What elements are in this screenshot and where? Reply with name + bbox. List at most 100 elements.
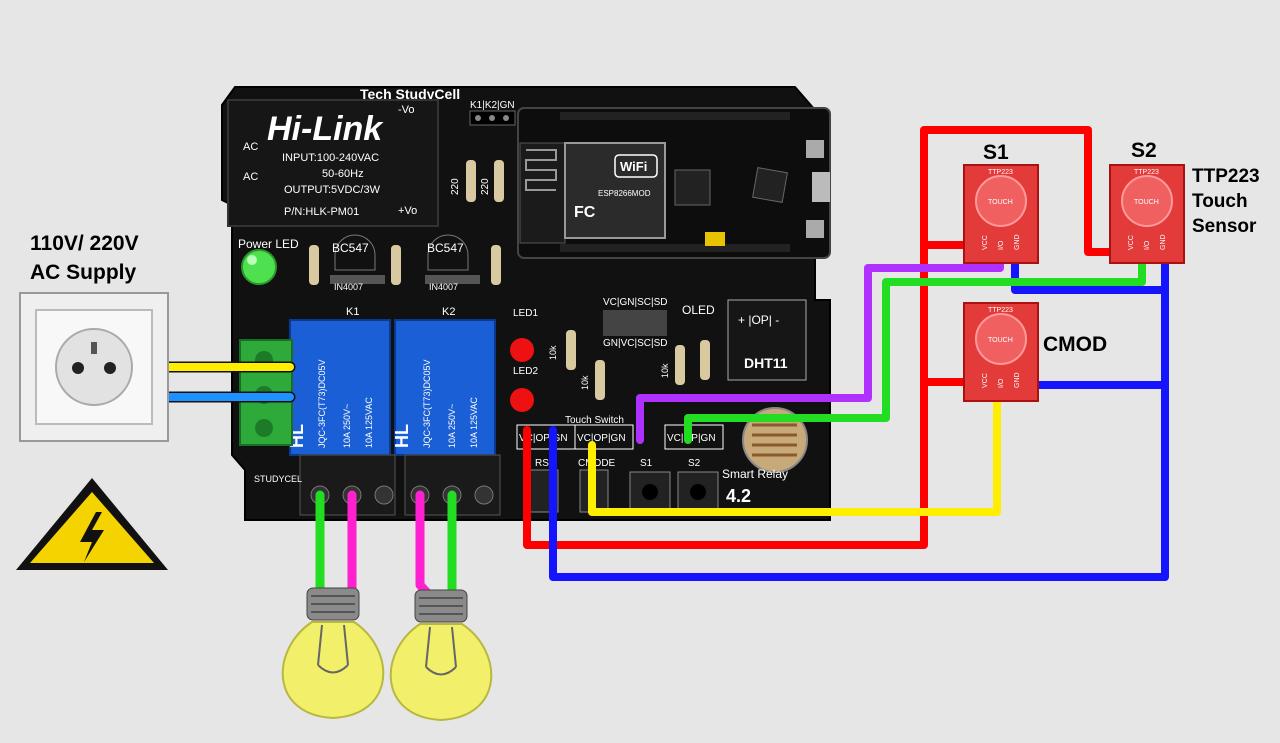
res-10k-c: 10k bbox=[660, 363, 670, 378]
sensor-s1-label: S1 bbox=[983, 141, 1009, 164]
touch-sensor-s2: TTP223 TOUCH VCC I/O GND bbox=[1109, 164, 1185, 264]
bc547-label-a: BC547 bbox=[332, 241, 369, 255]
relay-k2-rating2: 10A 125VAC bbox=[469, 397, 479, 448]
oled-header: VC|GN|SC|SD GN|VC|SC|SD OLED bbox=[603, 297, 715, 349]
sensor-s2-title: TTP223 bbox=[1134, 169, 1159, 176]
esp-chip: ESP8266MOD bbox=[598, 189, 651, 198]
relay-k1-model: JQC-3FC(T73)DC05V bbox=[317, 359, 327, 448]
supply-label-line2: AC Supply bbox=[30, 261, 137, 284]
sensor-s2-io: I/O bbox=[1144, 240, 1151, 250]
relay-k2: HL JQC-3FC(T73)DC05V 10A 250V~ 10A 125VA… bbox=[392, 319, 496, 456]
k2-label: K2 bbox=[442, 306, 455, 318]
sensor-cmod-gnd: GND bbox=[1014, 372, 1021, 388]
power-led-label: Power LED bbox=[238, 237, 299, 251]
sensor-s2-gnd: GND bbox=[1160, 234, 1167, 250]
relay-k1-rating1: 10A 250V~ bbox=[342, 404, 352, 448]
touch-sensor-s1: TTP223 TOUCH VCC I/O GND bbox=[963, 164, 1039, 264]
sensor-cmod-io: I/O bbox=[998, 378, 1005, 388]
res-220-a: 220 bbox=[450, 178, 461, 195]
push-buttons: RST CMODE S1 S2 bbox=[529, 458, 719, 513]
power-socket-icon bbox=[19, 292, 169, 442]
cmod-label: CMOD bbox=[1043, 333, 1108, 356]
header-k-label: K1|K2|GN bbox=[470, 100, 515, 111]
relay-k2-model: JQC-3FC(T73)DC05V bbox=[422, 359, 432, 448]
rst-label: RST bbox=[535, 458, 555, 469]
hilink-ac2: AC bbox=[243, 171, 258, 183]
status-leds: LED1 LED2 bbox=[510, 308, 538, 412]
board-version: 4.2 bbox=[726, 486, 751, 506]
wire-gnd-blue-s1 bbox=[1011, 251, 1169, 294]
ts-pins-2: VC|OP|GN bbox=[577, 433, 626, 444]
dht11-header: + |OP| - DHT11 bbox=[727, 299, 807, 381]
ttp-label-line3: Sensor bbox=[1192, 216, 1257, 237]
hilink-freq: 50-60Hz bbox=[322, 168, 364, 180]
in4007-label-a: IN4007 bbox=[334, 282, 363, 292]
sensor-s1-io: I/O bbox=[998, 240, 1005, 250]
led2-label: LED2 bbox=[513, 366, 538, 377]
high-voltage-warning-icon bbox=[16, 478, 168, 570]
resistors-10k: 10k 10k 10k bbox=[548, 330, 710, 400]
touch-sensor-cmod: TTP223 TOUCH VCC I/O GND bbox=[963, 302, 1039, 402]
supply-label-line1: 110V/ 220V bbox=[30, 232, 139, 255]
res-220-b: 220 bbox=[480, 178, 491, 195]
studycell-logo-text: STUDYCEL bbox=[254, 474, 302, 484]
in4007-label-b: IN4007 bbox=[429, 282, 458, 292]
relay-k2-brand: HL bbox=[392, 424, 412, 448]
dht-pins: + |OP| - bbox=[738, 313, 779, 327]
resistor-220-pair: 220 220 bbox=[450, 160, 504, 202]
res-10k-a: 10k bbox=[548, 345, 558, 360]
esp-fc: FC bbox=[574, 204, 596, 221]
ttp-label-line1: TTP223 bbox=[1192, 166, 1260, 187]
relay-k1-rating2: 10A 125VAC bbox=[364, 397, 374, 448]
cmode-label: CMODE bbox=[578, 458, 616, 469]
transistor-diode-section: BC547 BC547 IN4007 IN4007 K1 K2 bbox=[309, 234, 501, 318]
wire-s2-green bbox=[684, 248, 1146, 444]
s1-button-label: S1 bbox=[640, 458, 653, 469]
board-brand: Tech StudyCell bbox=[360, 86, 460, 102]
res-10k-b: 10k bbox=[580, 375, 590, 390]
power-led: Power LED bbox=[238, 237, 299, 285]
sensor-s1-touch: TOUCH bbox=[988, 199, 1013, 206]
light-bulb-icon bbox=[389, 589, 493, 722]
sensor-s1-title: TTP223 bbox=[988, 169, 1013, 176]
ldr-sensor: Smart Relay 4.2 bbox=[722, 407, 808, 506]
oled-pins-top: VC|GN|SC|SD bbox=[603, 297, 667, 308]
hilink-pn: P/N:HLK-PM01 bbox=[284, 206, 359, 218]
wire-cmod-yellow bbox=[588, 381, 1001, 516]
light-bulb-icon bbox=[281, 587, 385, 720]
relay-k2-rating1: 10A 250V~ bbox=[447, 404, 457, 448]
wires bbox=[72, 126, 1169, 603]
sensor-s1-gnd: GND bbox=[1014, 234, 1021, 250]
hilink-power-module: Hi-Link INPUT:100-240VAC 50-60Hz OUTPUT:… bbox=[227, 99, 439, 227]
hilink-vpos: +Vo bbox=[398, 205, 417, 217]
ts-pins-1: VC|OP|GN bbox=[519, 433, 568, 444]
wire-vcc-red-main bbox=[523, 126, 1129, 549]
sensor-s1-vcc: VCC bbox=[982, 235, 989, 250]
wire-s1-purple bbox=[636, 248, 1004, 444]
sensor-cmod-vcc: VCC bbox=[982, 373, 989, 388]
relay-k1: HL JQC-3FC(T73)DC05V 10A 250V~ 10A 125VA… bbox=[287, 319, 391, 456]
sensor-cmod-touch: TOUCH bbox=[988, 337, 1013, 344]
hilink-brand: Hi-Link bbox=[267, 110, 384, 148]
model-line: Smart Relay bbox=[722, 467, 788, 481]
k1-label: K1 bbox=[346, 306, 359, 318]
hilink-output: OUTPUT:5VDC/3W bbox=[284, 184, 381, 196]
dht11-label: DHT11 bbox=[744, 355, 788, 371]
relay-header: K1|K2|GN bbox=[469, 100, 516, 126]
hilink-input: INPUT:100-240VAC bbox=[282, 152, 379, 164]
hilink-ac1: AC bbox=[243, 141, 258, 153]
sensor-s2-label: S2 bbox=[1131, 139, 1157, 162]
esp8266-nodemcu: WiFi ESP8266MOD FC bbox=[517, 107, 831, 259]
ttp-label-line2: Touch bbox=[1192, 191, 1248, 212]
oled-label: OLED bbox=[682, 303, 715, 317]
hilink-vneg: -Vo bbox=[398, 104, 415, 116]
sensor-cmod-title: TTP223 bbox=[988, 307, 1013, 314]
s2-button-label: S2 bbox=[688, 458, 701, 469]
wire-gnd-blue-main bbox=[549, 244, 1169, 581]
sensor-s2-vcc: VCC bbox=[1128, 235, 1135, 250]
esp-wifi: WiFi bbox=[620, 159, 647, 174]
led1-label: LED1 bbox=[513, 308, 538, 319]
touch-switch-label: Touch Switch bbox=[565, 415, 624, 426]
